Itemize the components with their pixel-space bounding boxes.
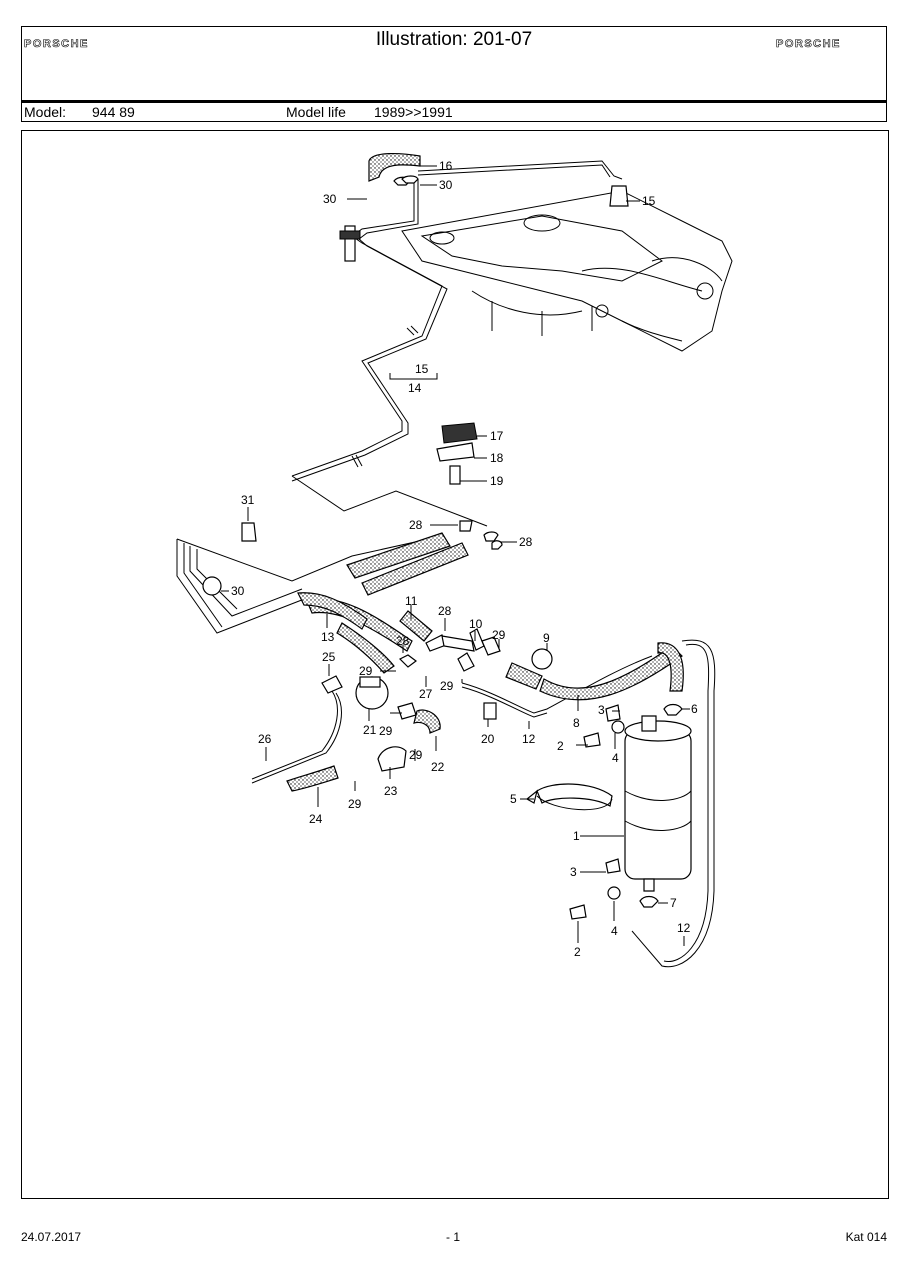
- connector-parts: [436, 422, 478, 485]
- model-life-value: 1989>>1991: [374, 104, 453, 120]
- footer-page-number: - 1: [446, 1230, 461, 1244]
- callout-10: 10: [469, 617, 483, 631]
- model-value: 944 89: [92, 104, 135, 120]
- callout-29: 29: [348, 797, 362, 811]
- callout-24: 24: [309, 812, 323, 826]
- callout-28: 28: [519, 535, 533, 549]
- callout-30: 30: [439, 178, 453, 192]
- vent-line-lower: [176, 520, 503, 674]
- footer-date: 24.07.2017: [21, 1230, 82, 1244]
- callout-2: 2: [574, 945, 581, 959]
- callout-15: 15: [642, 194, 656, 208]
- callout-28: 28: [409, 518, 423, 532]
- callout-20: 20: [481, 732, 495, 746]
- callout-9: 9: [543, 631, 550, 645]
- callout-3: 3: [598, 703, 605, 717]
- callout-25: 25: [322, 650, 336, 664]
- callout-4: 4: [611, 924, 618, 938]
- svg-text:PORSCHE: PORSCHE: [24, 38, 89, 49]
- parts-illustration: 16 30 30 15 15 14 17 18 19 31 28 28 30: [176, 153, 733, 968]
- callout-29: 29: [440, 679, 454, 693]
- callout-3: 3: [570, 865, 577, 879]
- callout-11: 11: [405, 594, 418, 608]
- callout-12: 12: [522, 732, 536, 746]
- callout-5: 5: [510, 792, 517, 806]
- callout-21: 21: [363, 723, 377, 737]
- callout-29: 29: [409, 748, 423, 762]
- callout-27: 27: [419, 687, 433, 701]
- porsche-logo-left: PORSCHE: [24, 38, 89, 49]
- callout-12: 12: [677, 921, 691, 935]
- callout-22: 22: [431, 760, 445, 774]
- porsche-logo-right: PORSCHE: [776, 38, 841, 49]
- page-title: Illustration: 201-07: [375, 29, 533, 50]
- model-label: Model:: [24, 104, 67, 120]
- canister: [525, 703, 692, 920]
- callout-19: 19: [490, 474, 504, 488]
- header-box: PORSCHE Illustration: 201-07 PORSCHE: [21, 26, 887, 100]
- callout-28: 28: [396, 634, 410, 648]
- callout-14: 14: [408, 381, 422, 395]
- callout-23: 23: [384, 784, 398, 798]
- callout-2: 2: [557, 739, 564, 753]
- callout-18: 18: [490, 451, 504, 465]
- footer-catalog: Kat 014: [845, 1230, 887, 1244]
- callout-29: 29: [379, 724, 393, 738]
- callout-28: 28: [438, 604, 452, 618]
- model-bar: Model: 944 89 Model life 1989>>1991: [21, 100, 887, 122]
- callout-30: 30: [231, 584, 245, 598]
- callout-1: 1: [573, 829, 580, 843]
- callout-15: 15: [415, 362, 429, 376]
- model-life-label: Model life: [286, 104, 346, 120]
- callouts: 16 30 30 15 15 14 17 18 19 31 28 28 30: [221, 159, 698, 959]
- callout-31: 31: [241, 493, 255, 507]
- callout-4: 4: [612, 751, 619, 765]
- callout-29: 29: [492, 628, 506, 642]
- callout-16: 16: [439, 159, 453, 173]
- callout-26: 26: [258, 732, 272, 746]
- callout-6: 6: [691, 702, 698, 716]
- valve-cluster: [251, 628, 716, 968]
- callout-8: 8: [573, 716, 580, 730]
- callout-13: 13: [321, 630, 335, 644]
- callout-30: 30: [323, 192, 337, 206]
- illustration-frame: 16 30 30 15 15 14 17 18 19 31 28 28 30: [21, 130, 889, 1199]
- callout-29: 29: [359, 664, 373, 678]
- vent-line-upper: [291, 153, 629, 482]
- engine-block: [401, 190, 733, 352]
- callout-7: 7: [670, 896, 677, 910]
- svg-text:PORSCHE: PORSCHE: [776, 38, 841, 49]
- callout-17: 17: [490, 429, 504, 443]
